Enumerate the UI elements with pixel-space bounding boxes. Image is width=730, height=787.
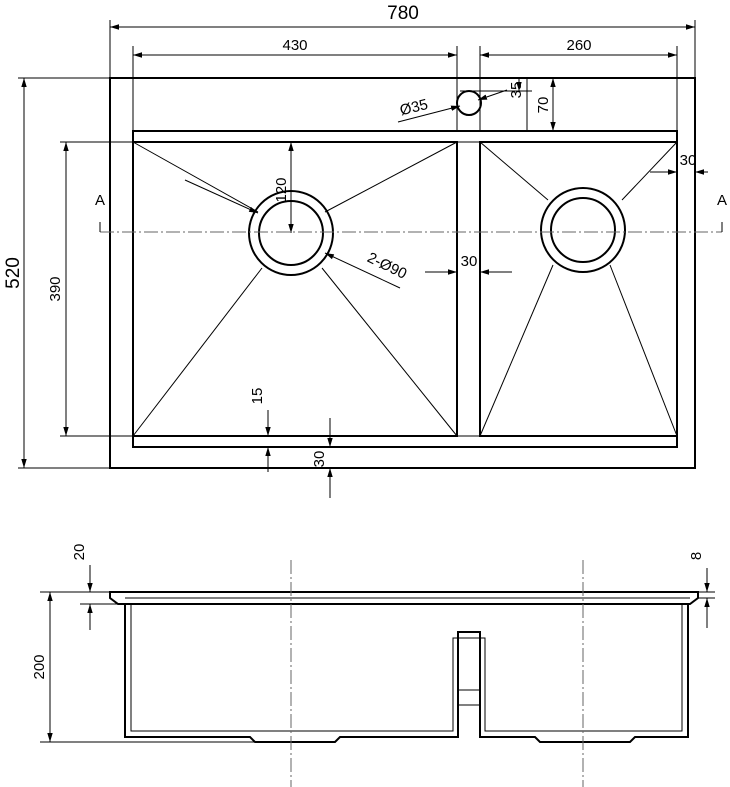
dim-bowl-depth: 390: [47, 276, 64, 301]
dim-deck-thickness: 20: [71, 544, 88, 561]
right-bowl-slope-lines: [479, 141, 678, 437]
dim-overall-depth: 520: [3, 257, 24, 289]
side-view: 20 8 200: [31, 544, 715, 787]
dim-divider-width: 30: [461, 253, 478, 270]
dim-drain-diameter: 2-Ø90: [365, 249, 410, 283]
top-view: A A 780 430 260 35 70 Ø35 30: [3, 3, 727, 498]
dim-left-bowl-width: 430: [282, 37, 307, 54]
dim-right-margin: 30: [680, 152, 697, 169]
bowl-rim-outline: [132, 130, 678, 448]
dim-bowl-height: 200: [31, 654, 48, 679]
right-bowl-outline: [479, 141, 678, 437]
dim-bottom-margin: 30: [311, 451, 328, 468]
dim-tap-hole-to-bowl: 70: [535, 97, 552, 114]
dim-overall-width: 780: [387, 3, 419, 24]
dim-right-bowl-width: 260: [566, 37, 591, 54]
side-bowl-body: [124, 604, 689, 743]
dim-bottom-lip: 15: [249, 388, 266, 405]
sink-deck-outline: [109, 77, 696, 469]
left-bowl-outline: [132, 141, 458, 437]
tap-hole: [456, 90, 482, 116]
right-drain: [540, 187, 626, 273]
section-mark-left: A: [95, 192, 105, 209]
left-bowl-slope-lines: [132, 141, 458, 437]
section-mark-right: A: [717, 192, 727, 209]
dim-lip-thickness: 8: [688, 552, 705, 560]
dim-drain-offset: 120: [273, 177, 290, 202]
dim-tap-hole-offset: 35: [508, 82, 525, 99]
dim-tap-hole-diameter: Ø35: [398, 96, 430, 119]
